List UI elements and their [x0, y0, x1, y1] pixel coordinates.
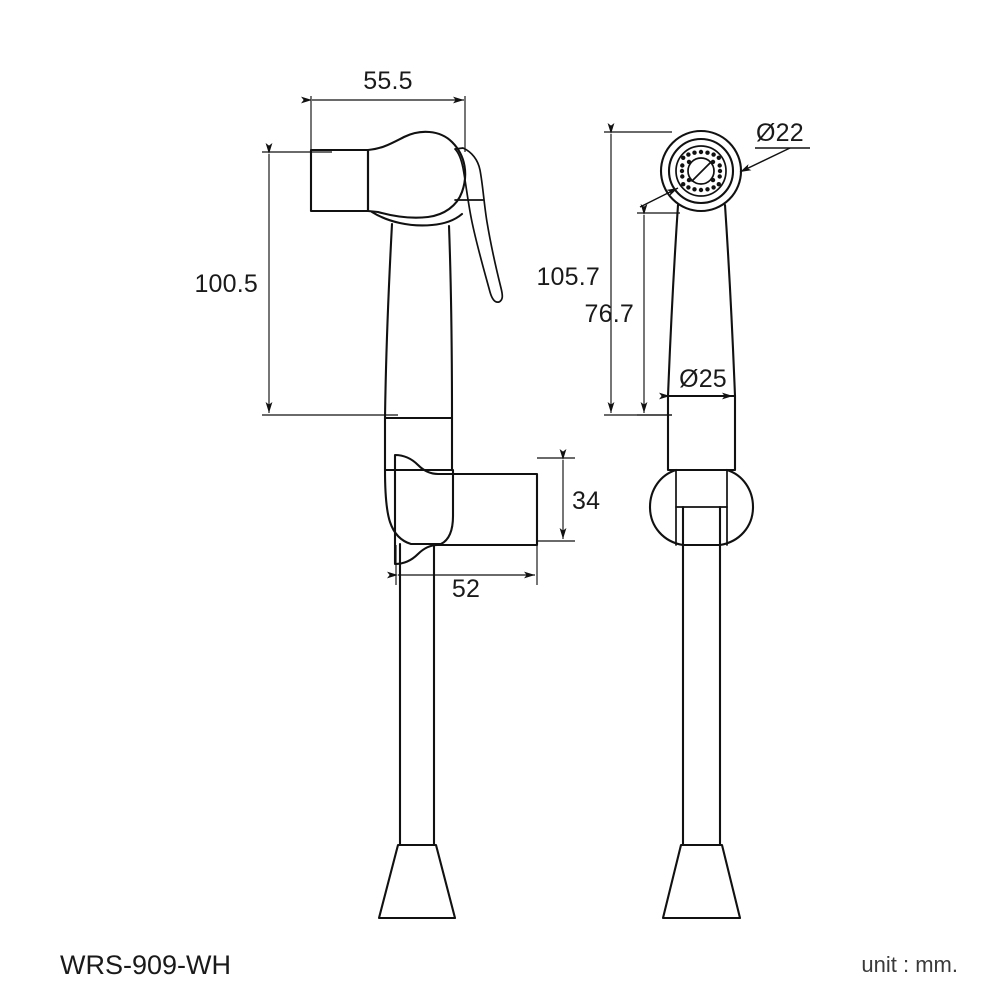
dimension-76-7: 76.7 [585, 204, 680, 416]
unit-note-label: unit : mm. [861, 952, 958, 977]
side-handle-cuff [383, 468, 455, 546]
dimension-55-5: 55.5 [301, 67, 466, 152]
side-handle [383, 222, 454, 420]
dimension-dia-25: Ø25 [659, 365, 733, 400]
dim-label-dia-22: Ø22 [756, 119, 804, 147]
side-spray-face [309, 148, 370, 213]
dim-label-52: 52 [452, 575, 480, 603]
model-code-label: WRS-909-WH [60, 950, 231, 980]
front-hose-end-nut [661, 843, 742, 920]
front-hose [681, 505, 722, 847]
dim-label-76-7: 76.7 [585, 300, 634, 328]
side-view-geometry [309, 130, 539, 920]
dim-label-dia-25: Ø25 [679, 365, 727, 393]
side-hose [398, 542, 436, 847]
front-handle-collar [666, 394, 737, 472]
front-spray-center-circle [687, 157, 715, 185]
side-wall-bracket [393, 453, 539, 566]
leader-line-dia-22-inner [639, 187, 679, 208]
side-head-body [366, 130, 467, 219]
side-trigger-lever [454, 147, 504, 303]
front-spray-center-slash [691, 161, 712, 182]
dimension-dia-22: Ø22 [639, 119, 810, 208]
front-spray-ring-1 [667, 137, 735, 205]
dim-label-34: 34 [572, 487, 600, 515]
dimension-52: 52 [387, 545, 538, 603]
dimension-100-5: 100.5 [194, 143, 398, 416]
dim-label-105-7: 105.7 [536, 263, 600, 291]
side-head-shoulder [370, 210, 464, 227]
dim-label-55-5: 55.5 [363, 67, 412, 95]
front-wall-bracket-disc [648, 468, 755, 547]
front-spray-ring-2 [675, 145, 727, 197]
dim-label-100-5: 100.5 [194, 270, 258, 298]
dimension-34: 34 [537, 449, 600, 542]
leader-line-dia-22 [739, 147, 791, 173]
dimension-105-7: 105.7 [536, 123, 672, 416]
front-view-geometry [648, 129, 755, 920]
front-spray-hole-ring [679, 149, 723, 193]
side-hose-end-nut [377, 843, 457, 920]
